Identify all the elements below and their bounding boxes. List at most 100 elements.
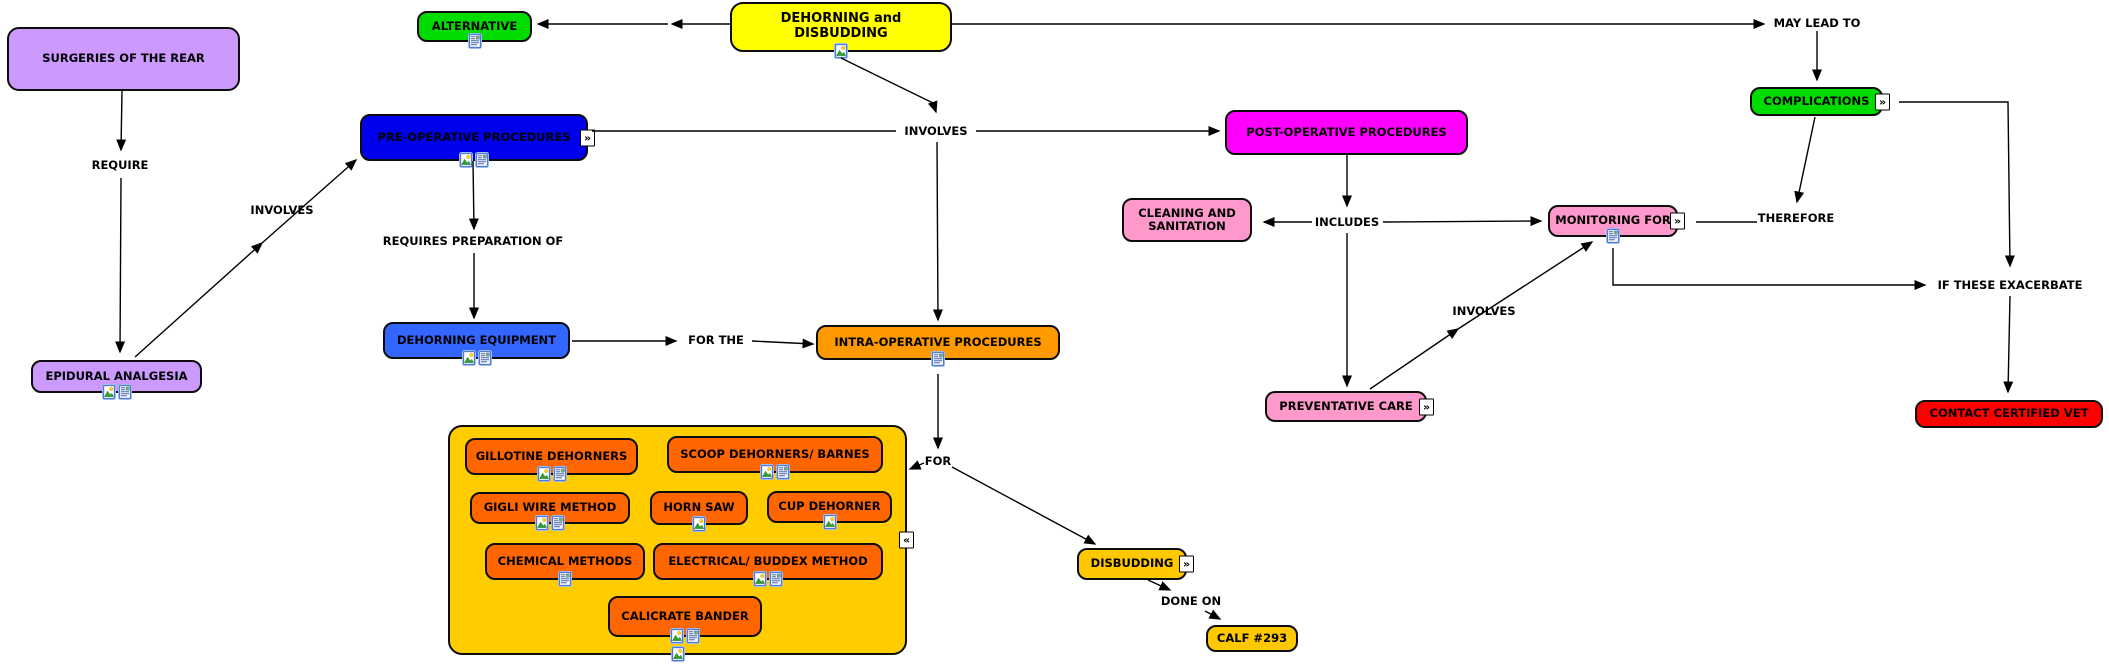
resource-icons	[834, 43, 848, 59]
link-line-involves-to-intra-operative	[932, 141, 943, 322]
link-label-may_lead_to[interactable]: MAY LEAD TO	[1773, 16, 1861, 30]
resource-icons	[459, 152, 489, 168]
node-gillotine[interactable]: GILLOTINE DEHORNERS	[465, 438, 638, 482]
node-label: CUP DEHORNER	[778, 499, 881, 514]
link-label-if_these_exacerbate[interactable]: IF THESE EXACERBATE	[1937, 278, 2083, 292]
document-resource-icon[interactable]	[1606, 228, 1620, 244]
node-cup_dehorner[interactable]: CUP DEHORNER	[767, 491, 892, 530]
node-label: GIGLI WIRE METHOD	[483, 500, 617, 515]
link-label-for[interactable]: FOR	[924, 454, 952, 468]
link-label-done_on[interactable]: DONE ON	[1160, 594, 1222, 608]
document-resource-icon[interactable]	[931, 351, 945, 367]
image-resource-icon[interactable]	[670, 628, 684, 644]
link-line-surgeries-to-require	[116, 90, 127, 152]
node-intra_operative[interactable]: INTRA-OPERATIVE PROCEDURES	[816, 325, 1060, 367]
image-resource-icon[interactable]	[101, 384, 116, 400]
node-label: GILLOTINE DEHORNERS	[475, 448, 628, 463]
link-line-epidural-involves-pre-operative-b	[261, 159, 358, 244]
link-line-disbudding-to-done-on	[1147, 579, 1172, 591]
image-resource-icon[interactable]	[536, 466, 551, 482]
resource-icons	[753, 571, 783, 587]
node-label: ALTERNATIVE	[431, 18, 518, 33]
node-label: INTRA-OPERATIVE PROCEDURES	[834, 334, 1042, 349]
node-epidural[interactable]: EPIDURAL ANALGESIA	[31, 360, 202, 400]
resource-icons	[822, 514, 837, 530]
link-label-includes[interactable]: INCLUDES	[1314, 215, 1380, 229]
resource-icons	[467, 33, 482, 49]
expand-chevron-icon[interactable]: »	[1875, 93, 1890, 110]
node-label: POST-OPERATIVE PROCEDURES	[1246, 124, 1447, 139]
image-resource-icon[interactable]	[461, 350, 476, 366]
collapse-chevron-icon[interactable]: «	[899, 531, 914, 549]
document-resource-icon[interactable]	[117, 384, 132, 400]
node-chemical[interactable]: CHEMICAL METHODS	[485, 543, 645, 587]
resource-icons	[760, 464, 790, 480]
node-horn_saw[interactable]: HORN SAW	[650, 491, 748, 532]
link-line-title-to-involves	[840, 57, 938, 114]
link-label-involves_monitoring[interactable]: INVOLVES	[1452, 304, 1516, 318]
node-calf[interactable]: CALF #293	[1206, 625, 1298, 652]
document-resource-icon[interactable]	[776, 464, 790, 480]
link-line-require-to-epidural	[115, 177, 126, 354]
resource-icons	[461, 350, 492, 366]
node-label: PRE-OPERATIVE PROCEDURES	[377, 129, 571, 144]
link-line-done-on-to-calf	[1204, 609, 1222, 620]
link-line-pre-operative-to-requires-preparation	[468, 160, 479, 231]
node-contact_vet[interactable]: CONTACT CERTIFIED VET	[1915, 400, 2103, 428]
image-resource-icon[interactable]	[822, 514, 837, 530]
node-label: DEHORNING EQUIPMENT	[396, 332, 557, 347]
node-cleaning[interactable]: CLEANING AND SANITATION	[1122, 198, 1252, 242]
link-label-involves_pre[interactable]: INVOLVES	[250, 203, 314, 217]
node-complications[interactable]: COMPLICATIONS »	[1750, 87, 1890, 116]
document-resource-icon[interactable]	[686, 628, 700, 644]
image-resource-icon[interactable]	[834, 43, 848, 59]
node-surgeries[interactable]: SURGERIES OF THE REAR	[7, 27, 240, 91]
node-label: COMPLICATIONS	[1763, 93, 1870, 108]
link-line-for-to-disbudding	[951, 466, 1097, 545]
document-resource-icon[interactable]	[477, 350, 492, 366]
image-resource-icon[interactable]	[670, 646, 685, 662]
node-title[interactable]: DEHORNING and DISBUDDING	[730, 2, 952, 59]
resource-icons	[1606, 228, 1620, 244]
image-resource-icon[interactable]	[753, 571, 767, 587]
node-preventative[interactable]: PREVENTATIVE CARE»	[1265, 391, 1434, 422]
node-scoop[interactable]: SCOOP DEHORNERS/ BARNES	[667, 436, 883, 480]
node-label: CALICRATE BANDER	[621, 608, 749, 623]
expand-chevron-icon[interactable]: »	[580, 129, 595, 146]
link-label-for_the[interactable]: FOR THE	[688, 333, 744, 347]
document-resource-icon[interactable]	[769, 571, 783, 587]
node-post_operative[interactable]: POST-OPERATIVE PROCEDURES	[1225, 110, 1468, 155]
document-resource-icon[interactable]	[475, 152, 489, 168]
resource-icons	[670, 628, 700, 644]
node-pre_operative[interactable]: PRE-OPERATIVE PROCEDURES »	[360, 114, 595, 168]
node-disbudding[interactable]: DISBUDDING »	[1077, 548, 1194, 580]
node-alternative[interactable]: ALTERNATIVE	[417, 11, 532, 49]
resource-icons	[101, 384, 132, 400]
document-resource-icon[interactable]	[551, 515, 565, 531]
node-label: DEHORNING and DISBUDDING	[780, 11, 902, 41]
node-label: SCOOP DEHORNERS/ BARNES	[680, 446, 870, 461]
link-label-therefore[interactable]: THEREFORE	[1757, 211, 1835, 225]
image-resource-icon[interactable]	[459, 152, 473, 168]
expand-chevron-icon[interactable]: »	[1419, 398, 1434, 415]
image-resource-icon[interactable]	[692, 516, 706, 532]
document-resource-icon[interactable]	[558, 571, 572, 587]
node-calicrate[interactable]: CALICRATE BANDER	[608, 596, 762, 644]
node-gigli[interactable]: GIGLI WIRE METHOD	[470, 492, 630, 531]
node-dehorning_equipment[interactable]: DEHORNING EQUIPMENT	[383, 322, 570, 366]
document-resource-icon[interactable]	[467, 33, 482, 49]
link-line-if-these-exacerbate-to-contact-vet	[2003, 295, 2014, 394]
link-label-require[interactable]: REQUIRE	[91, 158, 149, 172]
expand-chevron-icon[interactable]: »	[1179, 555, 1194, 573]
expand-chevron-icon[interactable]: »	[1670, 212, 1685, 230]
resource-icons	[692, 516, 706, 532]
node-electrical[interactable]: ELECTRICAL/ BUDDEX METHOD	[653, 543, 883, 587]
node-label: DISBUDDING	[1090, 556, 1174, 571]
image-resource-icon[interactable]	[760, 464, 774, 480]
document-resource-icon[interactable]	[552, 466, 567, 482]
node-label: CLEANING AND SANITATION	[1138, 205, 1236, 233]
node-monitoring[interactable]: MONITORING FOR»	[1548, 205, 1685, 244]
link-label-involves_main[interactable]: INVOLVES	[904, 124, 968, 138]
link-label-requires_preparation_of[interactable]: REQUIRES PREPARATION OF	[382, 234, 564, 248]
image-resource-icon[interactable]	[535, 515, 549, 531]
